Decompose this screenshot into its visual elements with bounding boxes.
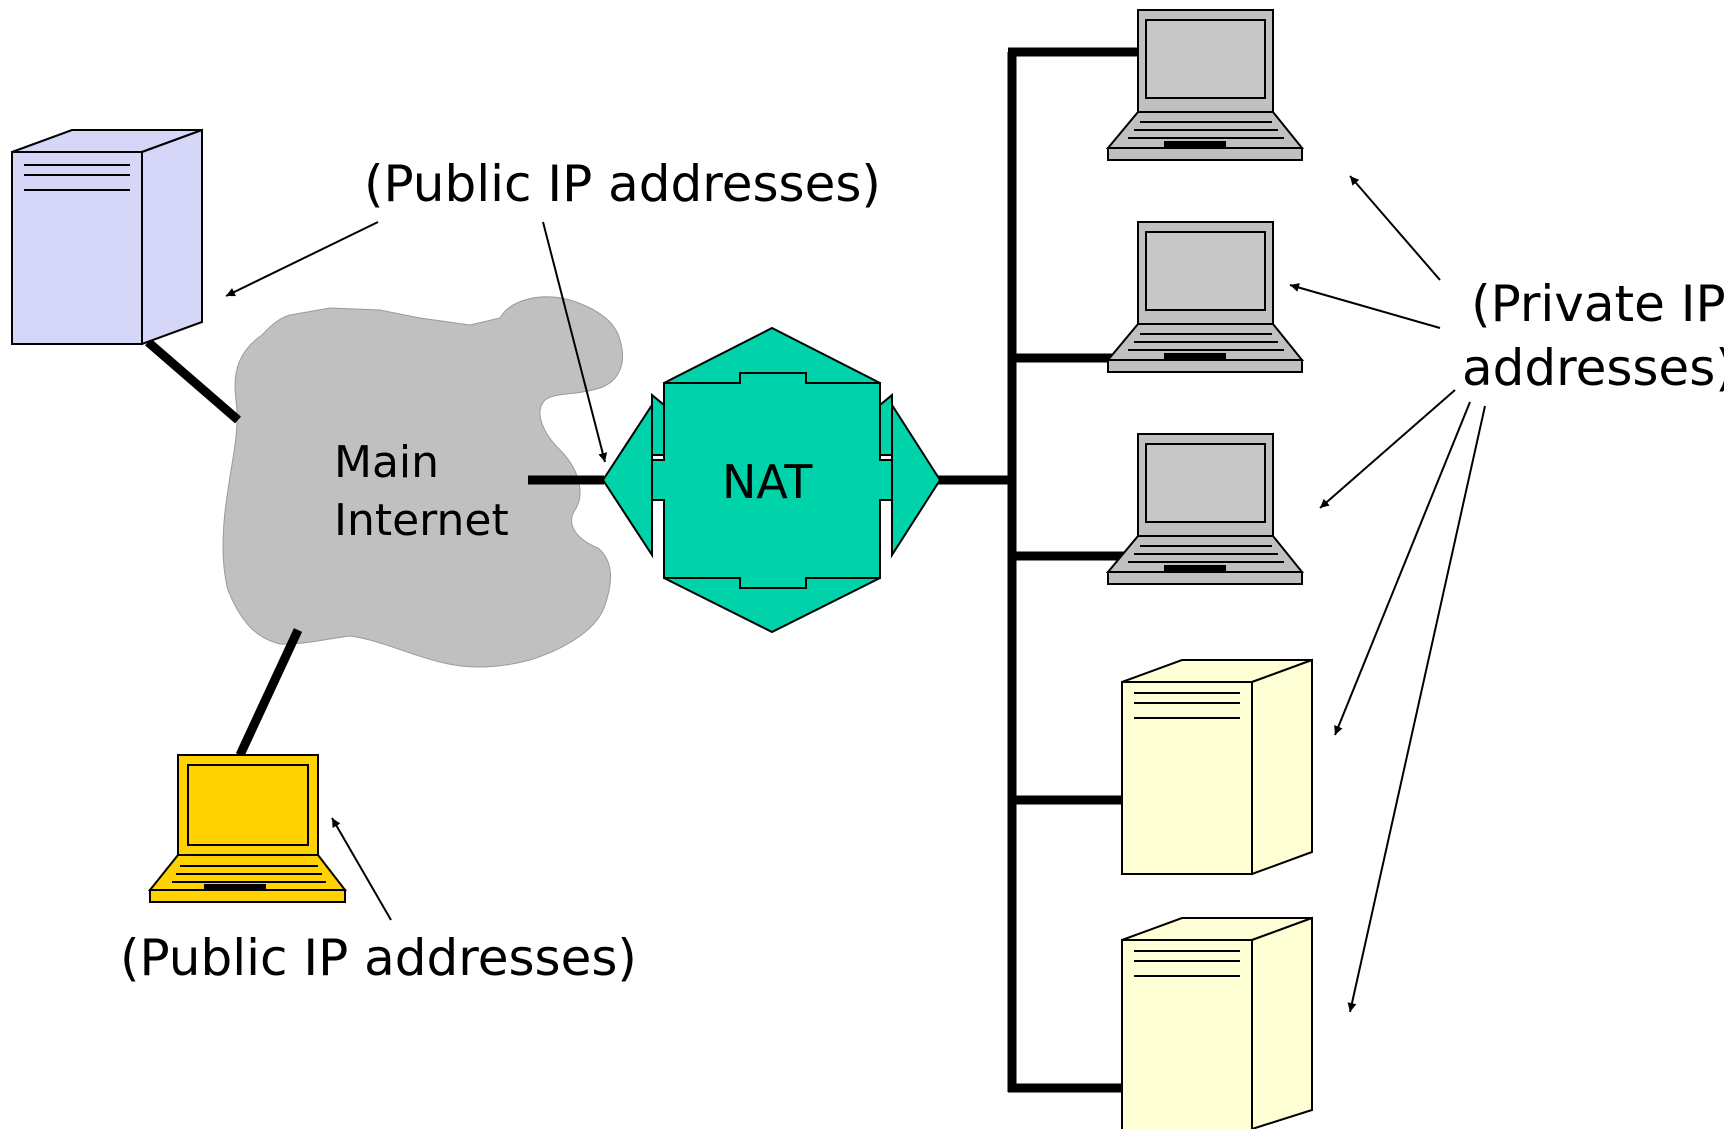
private-ip-label-line1: (Private IP: [1471, 275, 1724, 333]
nat-router-icon: [601, 326, 942, 634]
internet-cloud-label: Main Internet: [334, 434, 509, 550]
laptop-icon: [1105, 433, 1305, 585]
arrow-to-private-laptop-2: [1289, 283, 1441, 329]
private-ip-label-line2: addresses): [1462, 339, 1724, 397]
nat-label: NAT: [722, 455, 813, 509]
server-icon: [11, 128, 203, 346]
arrow-to-nat: [542, 221, 608, 463]
laptop-icon: [1105, 9, 1305, 161]
public-ip-label-top: (Public IP addresses): [364, 155, 881, 213]
server-icon: [1121, 916, 1313, 1129]
arrow-to-public-server: [225, 221, 379, 297]
internet-cloud-label-line1: Main: [334, 437, 440, 488]
arrow-to-private-laptop-1: [1349, 175, 1441, 281]
laptop-icon: [1105, 221, 1305, 373]
arrow-to-public-laptop: [331, 817, 392, 921]
public-ip-label-bottom: (Public IP addresses): [120, 929, 637, 987]
private-ip-label: (Private IP addresses): [1462, 272, 1724, 400]
laptop-icon: [147, 754, 348, 903]
annotation-arrows: [225, 175, 1486, 1013]
arrow-to-private-server-1: [1334, 401, 1471, 736]
server-icon: [1121, 658, 1313, 876]
arrow-to-private-server-2: [1347, 405, 1486, 1013]
internet-cloud-label-line2: Internet: [334, 495, 509, 546]
cloud-icon: [222, 296, 623, 668]
wires: [145, 47, 1138, 1093]
wire-public-laptop: [235, 628, 303, 757]
arrow-to-private-laptop-3: [1319, 389, 1456, 509]
wire-public-server: [145, 338, 241, 424]
